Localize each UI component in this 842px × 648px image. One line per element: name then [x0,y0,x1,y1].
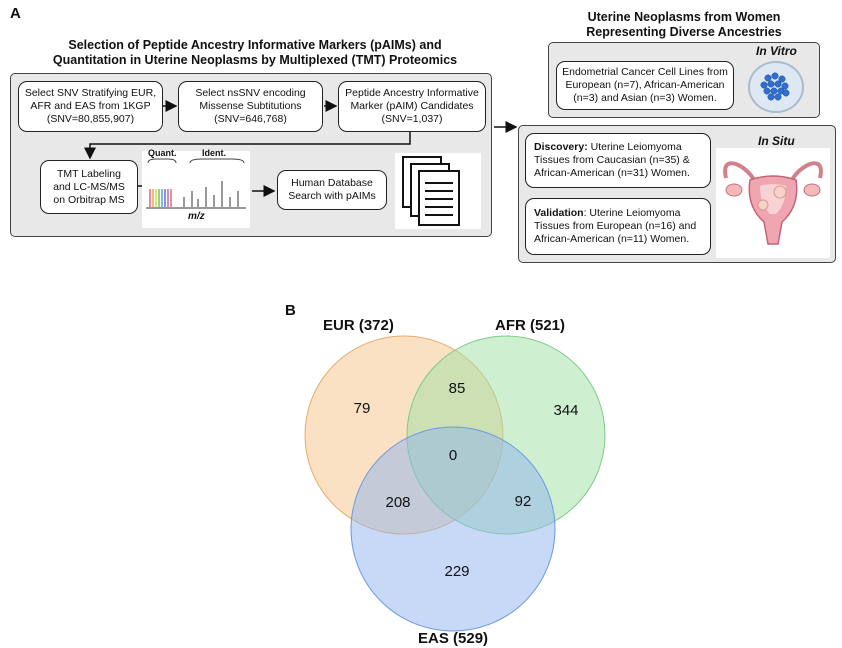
paim-candidates-box: Peptide Ancestry Informative Marker (pAI… [338,81,486,132]
venn-count-eur-eas: 208 [385,494,411,511]
spectrum-quant-label: Quant. [148,148,177,158]
petri-dish-cells-icon [746,60,806,114]
venn-count-all: 0 [448,447,458,464]
venn-count-eur-afr: 85 [448,380,466,397]
venn-label-afr: AFR (521) [495,317,566,334]
discovery-label: Discovery: [534,141,588,153]
select-nssnv-box: Select nsSNV encoding Missense Subtituti… [178,81,323,132]
select-snv-box: Select SNV Stratifying EUR, AFR and EAS … [18,81,163,132]
panel-a-label: A [10,5,21,22]
venn-count-eur-only: 79 [353,400,371,417]
venn-label-eas: EAS (529) [418,630,489,647]
venn-count-afr-eas: 92 [514,493,532,510]
mass-spectrum-icon: Quant. Ident. m/z [142,148,250,228]
right-section-title: Uterine Neoplasms from Women Representin… [586,10,782,39]
cell-lines-box: Endometrial Cancer Cell Lines from Europ… [556,61,734,110]
venn-count-eas-only: 229 [444,563,470,580]
venn-count-afr-only: 344 [553,402,579,419]
tmt-labeling-box: TMT Labeling and LC-MS/MS on Orbitrap MS [40,160,138,214]
validation-box: Validation: Uterine Leiomyoma Tissues fr… [525,198,711,255]
panel-b-label: B [285,302,296,319]
in-situ-title: In Situ [758,134,795,148]
spectrum-axis-label: m/z [188,211,205,222]
left-section-title: Selection of Peptide Ancestry Informativ… [52,38,458,67]
uterus-icon [716,148,830,258]
discovery-box: Discovery: Uterine Leiomyoma Tissues fro… [525,133,711,188]
database-search-box: Human Database Search with pAIMs [277,170,387,210]
validation-label: Validation [534,207,584,219]
document-stack-icon [395,153,481,229]
spectrum-ident-label: Ident. [202,148,226,158]
venn-label-eur: EUR (372) [323,317,394,334]
in-vitro-title: In Vitro [756,44,797,58]
venn-circle-eas [350,426,556,632]
